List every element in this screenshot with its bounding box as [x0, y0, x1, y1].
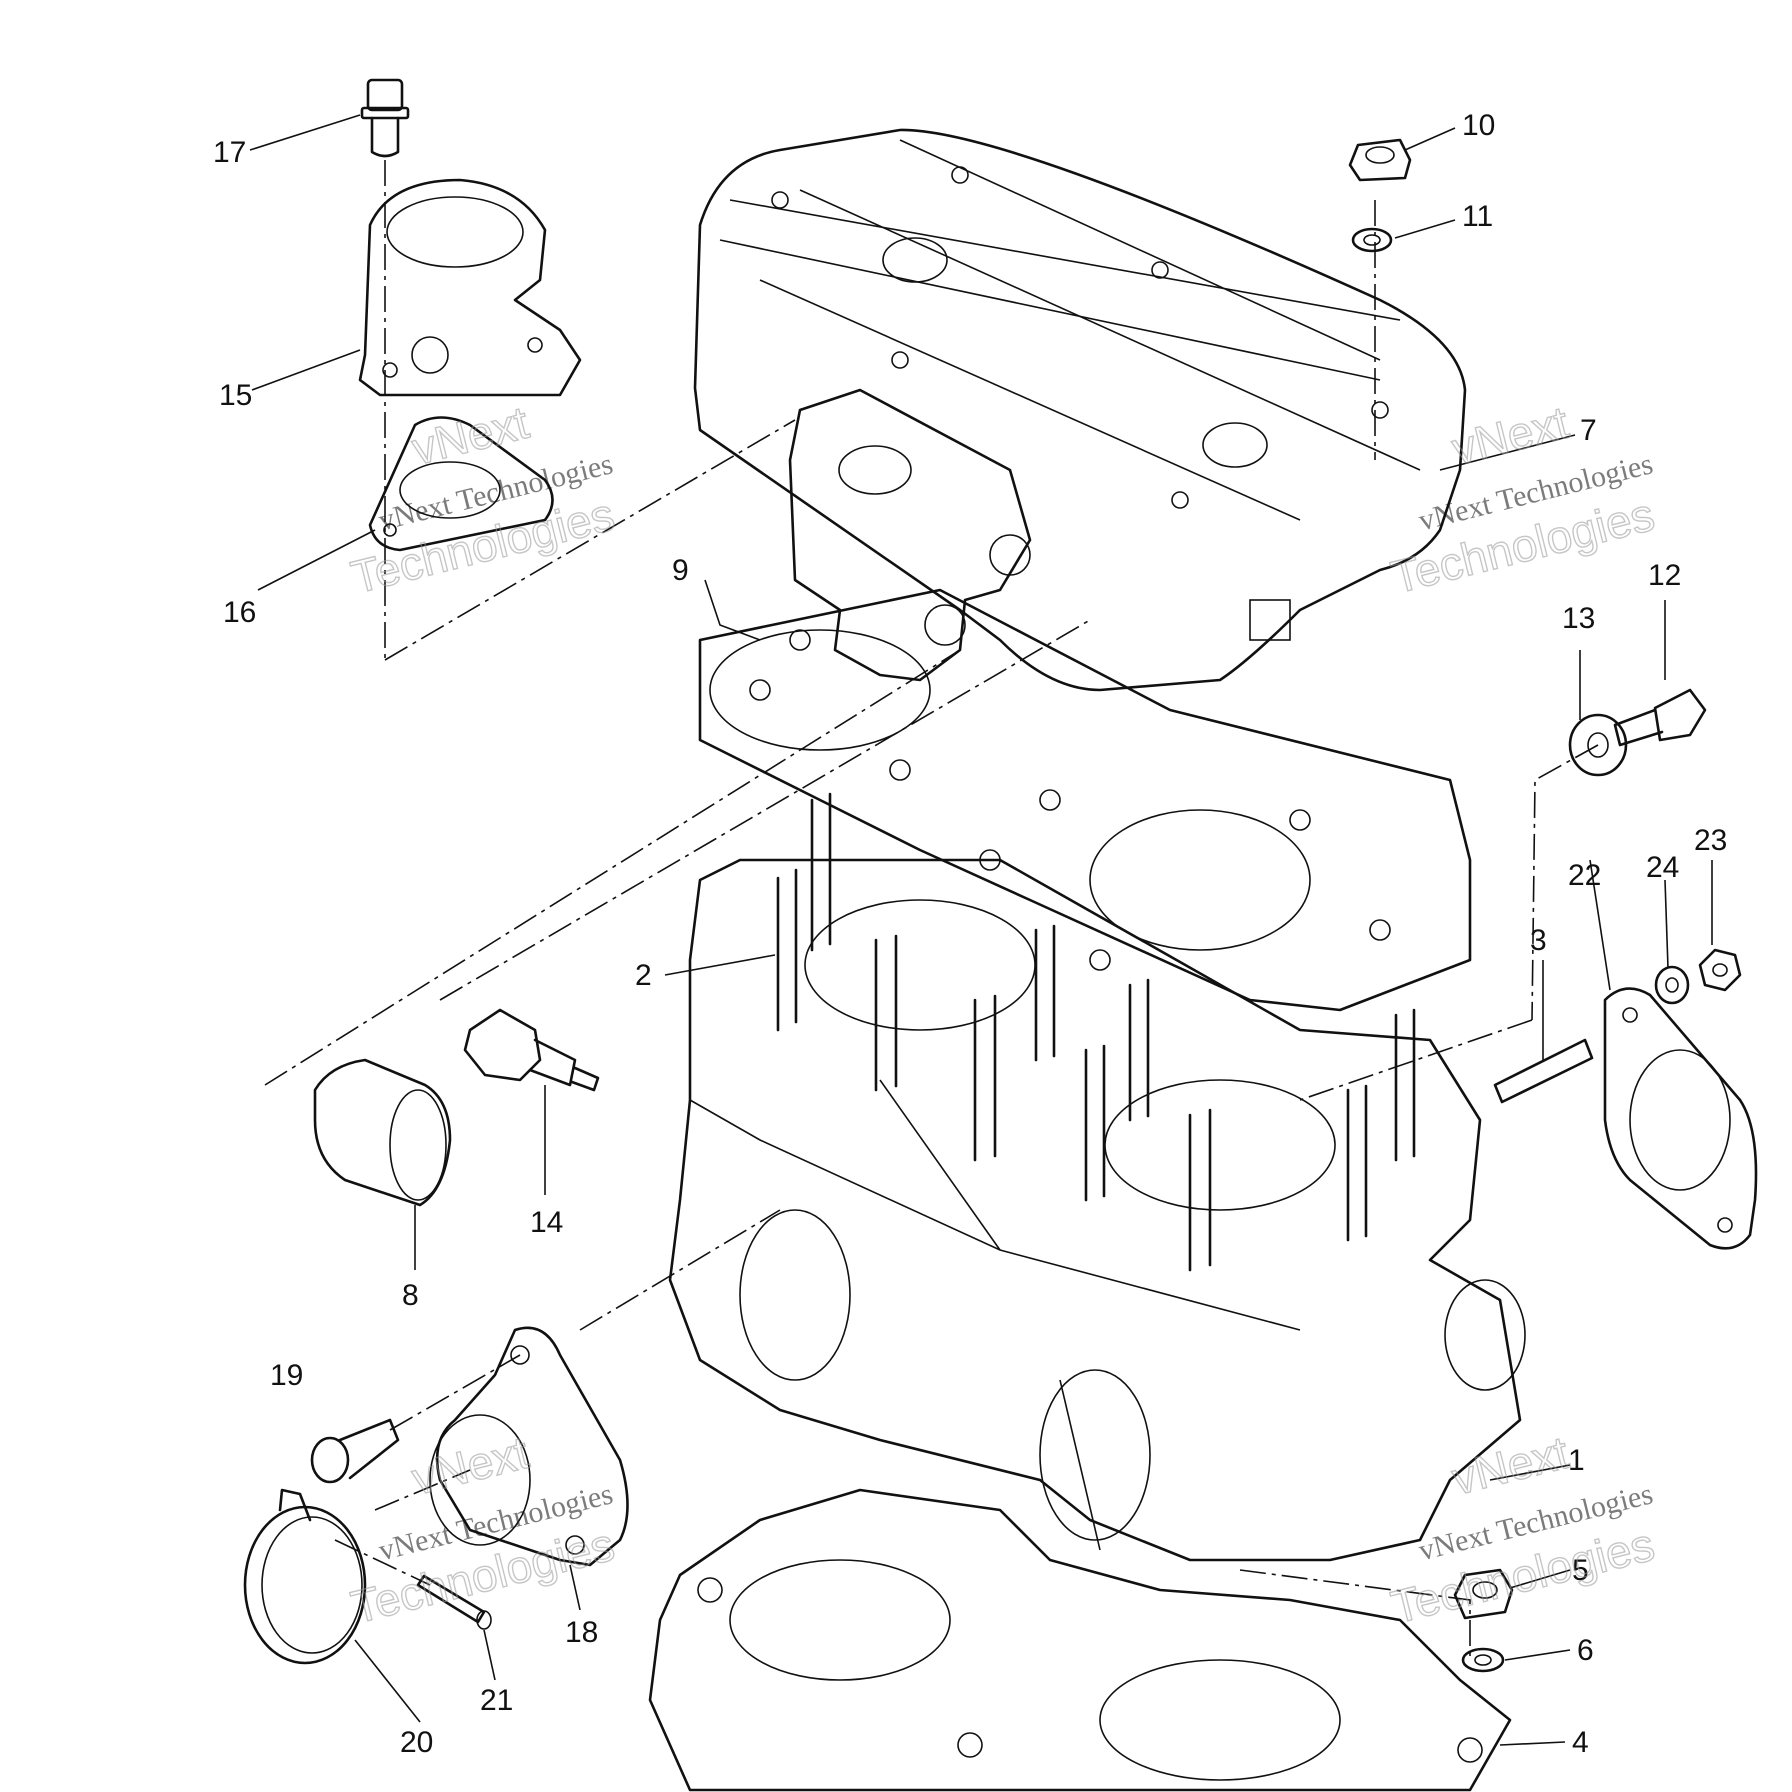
leader-lines — [249, 114, 1713, 1746]
bolt-12 — [1613, 688, 1707, 747]
callout-14: 14 — [530, 1206, 563, 1239]
head-gasket — [698, 588, 1472, 1012]
exhaust-gasket-22 — [1603, 987, 1758, 1250]
washer-13 — [1568, 713, 1628, 777]
watermark-top-right: vNext vNext Technologies Technologies — [1385, 395, 1660, 604]
callout-24: 24 — [1646, 851, 1679, 884]
thermostat-gasket — [368, 416, 554, 552]
watermark-brand: vNext — [1447, 396, 1574, 475]
callout-6: 6 — [1577, 1634, 1594, 1667]
watermark-brand: vNext — [407, 396, 534, 475]
sleeve-8 — [313, 1058, 452, 1207]
callout-1: 1 — [1568, 1444, 1585, 1477]
watermark-brand: vNext — [1447, 1426, 1574, 1505]
nut-23 — [1698, 948, 1742, 992]
washer-11 — [1351, 227, 1393, 253]
thermostat-housing — [358, 178, 582, 397]
callout-5: 5 — [1572, 1554, 1589, 1587]
callout-21: 21 — [480, 1684, 513, 1717]
washer-6 — [1461, 1647, 1505, 1673]
callout-4: 4 — [1572, 1726, 1589, 1759]
callout-8: 8 — [402, 1279, 419, 1312]
cylinder-studs — [776, 792, 1416, 1272]
assembly-lines — [264, 160, 1599, 1660]
cylinder-head-cover — [693, 128, 1467, 692]
callout-2: 2 — [635, 959, 652, 992]
callout-20: 20 — [400, 1726, 433, 1759]
intake-flange-18 — [429, 1326, 629, 1567]
callout-7: 7 — [1580, 414, 1597, 447]
callout-12: 12 — [1648, 559, 1681, 592]
callout-19: 19 — [270, 1359, 303, 1392]
base-gasket — [648, 1488, 1512, 1792]
watermark-bottom-left: vNext vNext Technologies Technologies — [345, 1425, 620, 1634]
hose-clamp-20 — [243, 1488, 367, 1665]
callout-11: 11 — [1462, 200, 1493, 233]
watermark-bottom-right: vNext vNext Technologies Technologies — [1385, 1425, 1660, 1634]
callout-15: 15 — [219, 379, 252, 412]
callout-3: 3 — [1530, 924, 1547, 957]
callout-10: 10 — [1462, 109, 1495, 142]
bolt-19 — [310, 1418, 400, 1484]
cylinder-block — [668, 858, 1526, 1562]
washer-24 — [1654, 965, 1690, 1005]
temperature-sensor-14 — [463, 1008, 600, 1092]
callout-9: 9 — [672, 554, 689, 587]
callout-16: 16 — [223, 596, 256, 629]
water-outlet-housing — [788, 388, 1032, 682]
watermark-brand: vNext — [407, 1426, 534, 1505]
screw-21 — [416, 1574, 492, 1630]
watermark-top-left: vNext vNext Technologies Technologies — [345, 395, 620, 604]
nut-5 — [1453, 1568, 1514, 1620]
flange-nut-10 — [1348, 138, 1412, 182]
callout-13: 13 — [1562, 602, 1595, 635]
callout-23: 23 — [1694, 824, 1727, 857]
callout-17: 17 — [213, 136, 246, 169]
callout-18: 18 — [565, 1616, 598, 1649]
bolt-17 — [360, 78, 410, 158]
callout-22: 22 — [1568, 859, 1601, 892]
stud-3 — [1493, 1038, 1594, 1104]
callout-labels: 17 15 16 9 10 11 7 12 13 23 24 22 3 2 14… — [213, 109, 1727, 1759]
